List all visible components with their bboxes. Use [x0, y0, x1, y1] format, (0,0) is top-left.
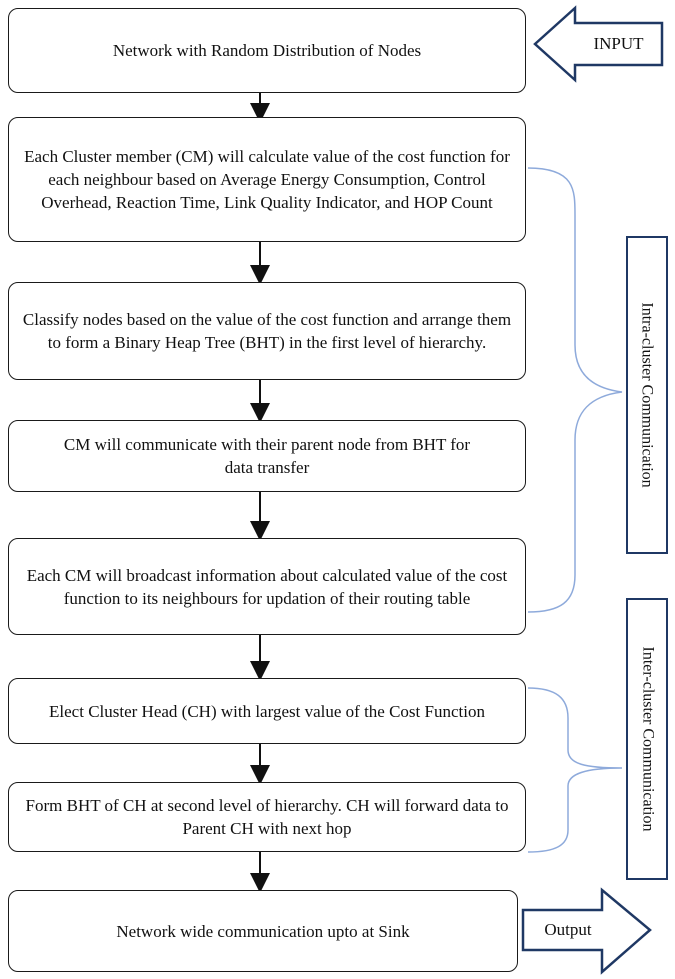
- step-label: Each Cluster member (CM) will calculate …: [24, 147, 510, 212]
- step-elect-cluster-head: Elect Cluster Head (CH) with largest val…: [8, 678, 526, 744]
- step-label: Elect Cluster Head (CH) with largest val…: [49, 701, 485, 721]
- step-network-wide-sink: Network wide communication upto at Sink: [8, 890, 518, 972]
- output-arrow-shape: [521, 887, 652, 975]
- inter-cluster-label-box: Inter-cluster Communication: [626, 598, 668, 880]
- input-arrow-shape: [533, 5, 664, 83]
- step-label: Each CM will broadcast information about…: [26, 565, 508, 608]
- intra-cluster-label-box: Intra-cluster Communication: [626, 236, 668, 554]
- inter-cluster-brace: [527, 687, 623, 853]
- step-label: Network wide communication upto at Sink: [116, 921, 410, 941]
- step-label: Classify nodes based on the value of the…: [22, 310, 512, 352]
- step-broadcast-cost: Each CM will broadcast information about…: [8, 538, 526, 635]
- step-form-bht-ch: Form BHT of CH at second level of hierar…: [8, 782, 526, 852]
- step-classify-nodes-bht: Classify nodes based on the value of the…: [8, 282, 526, 380]
- output-label: Output: [544, 920, 592, 939]
- step-communicate-parent: CM will communicate with their parent no…: [8, 420, 526, 492]
- step-label: Form BHT of CH at second level of hierar…: [25, 796, 509, 838]
- step-label: Network with Random Distribution of Node…: [112, 41, 422, 60]
- inter-cluster-label: Inter-cluster Communication: [639, 646, 656, 832]
- step-label: CM will communicate with their parent no…: [63, 435, 471, 477]
- intra-cluster-label: Intra-cluster Communication: [639, 302, 656, 488]
- intra-cluster-brace: [527, 167, 623, 613]
- input-label: INPUT: [593, 34, 644, 53]
- step-calculate-cost-function: Each Cluster member (CM) will calculate …: [8, 117, 526, 242]
- step-network-random-distribution: Network with Random Distribution of Node…: [8, 8, 526, 93]
